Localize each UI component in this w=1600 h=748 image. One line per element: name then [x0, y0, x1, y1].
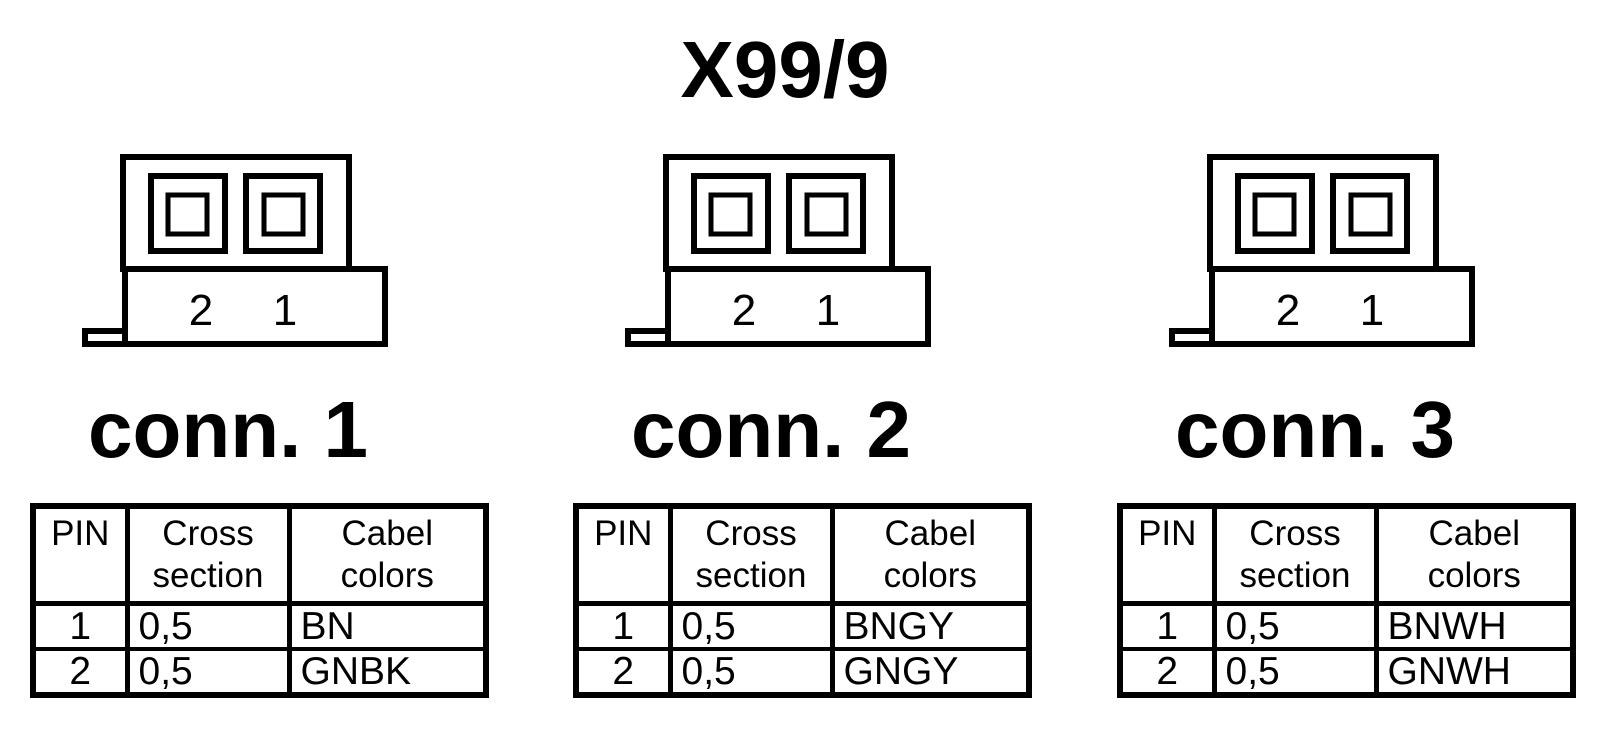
header-cross-section: Cross section	[667, 504, 835, 606]
header-pin: PIN	[573, 504, 673, 606]
header-cable-colors: Cabel colors	[829, 504, 1032, 606]
pin-number-label: 2	[732, 286, 756, 335]
pin-socket-inner-left	[708, 192, 753, 237]
connector-column-1: 2 1 conn. 1 PIN Cross section Cabel colo…	[30, 0, 489, 748]
pin-number-label: 1	[1360, 286, 1384, 335]
cross-section-cell: 0,5	[124, 647, 292, 697]
header-pin: PIN	[30, 504, 130, 606]
pin-socket-inner-right	[261, 192, 306, 237]
connector-diagram-2: 2 1	[625, 154, 931, 347]
table-row: 2 0,5 GNGY	[573, 647, 1032, 697]
cable-color-cell: GNWH	[1373, 647, 1576, 697]
page-title: X99/9	[680, 25, 890, 114]
header-pin: PIN	[1117, 504, 1217, 606]
table-row: 2 0,5 GNBK	[30, 647, 489, 697]
connector-column-3: 2 1 conn. 3 PIN Cross section Cabel colo…	[1117, 0, 1576, 748]
pin-socket-inner-right	[1348, 192, 1393, 237]
pin-cell: 2	[1117, 647, 1217, 697]
cross-section-cell: 0,5	[1211, 647, 1379, 697]
connector-column-2: 2 1 conn. 2 PIN Cross section Cabel colo…	[573, 0, 1032, 748]
header-cable-colors: Cabel colors	[286, 504, 489, 606]
cable-color-cell: BNWH	[1373, 601, 1576, 651]
pin-socket-outer-left	[691, 173, 771, 254]
table-row: 2 0,5 GNWH	[1117, 647, 1576, 697]
pin-cell: 2	[573, 647, 673, 697]
pin-table-1: PIN Cross section Cabel colors 1 0,5 BN …	[30, 503, 489, 698]
cable-color-cell: BNGY	[829, 601, 1032, 651]
pin-socket-inner-right	[804, 192, 849, 237]
connector-label-3: conn. 3	[1175, 385, 1456, 474]
table-header-row: PIN Cross section Cabel colors	[1117, 504, 1576, 606]
connector-diagram-3: 2 1	[1169, 154, 1475, 347]
pin-cell: 2	[30, 647, 130, 697]
cross-section-cell: 0,5	[667, 647, 835, 697]
table-row: 1 0,5 BNGY	[573, 601, 1032, 651]
pin-number-label: 2	[1276, 286, 1300, 335]
cross-section-cell: 0,5	[667, 601, 835, 651]
cross-section-cell: 0,5	[124, 601, 292, 651]
pin-table-2: PIN Cross section Cabel colors 1 0,5 BNG…	[573, 503, 1032, 698]
pin-cell: 1	[30, 601, 130, 651]
header-cross-section: Cross section	[124, 504, 292, 606]
table-row: 1 0,5 BN	[30, 601, 489, 651]
pin-table-3: PIN Cross section Cabel colors 1 0,5 BNW…	[1117, 503, 1576, 698]
table-row: 1 0,5 BNWH	[1117, 601, 1576, 651]
cross-section-cell: 0,5	[1211, 601, 1379, 651]
pin-number-label: 2	[189, 286, 213, 335]
connector-diagram-1: 2 1	[82, 154, 388, 347]
pin-socket-inner-left	[165, 192, 210, 237]
cable-color-cell: BN	[286, 601, 489, 651]
connector-label-1: conn. 1	[88, 385, 369, 474]
pin-number-label: 1	[273, 286, 297, 335]
connector-label-2: conn. 2	[631, 385, 912, 474]
connector-base	[665, 266, 931, 347]
table-header-row: PIN Cross section Cabel colors	[573, 504, 1032, 606]
cable-color-cell: GNGY	[829, 647, 1032, 697]
connector-base	[1209, 266, 1475, 347]
connector-base	[122, 266, 388, 347]
pin-cell: 1	[1117, 601, 1217, 651]
header-cable-colors: Cabel colors	[1373, 504, 1576, 606]
pin-cell: 1	[573, 601, 673, 651]
table-header-row: PIN Cross section Cabel colors	[30, 504, 489, 606]
cable-color-cell: GNBK	[286, 647, 489, 697]
header-cross-section: Cross section	[1211, 504, 1379, 606]
pin-number-label: 1	[816, 286, 840, 335]
pin-socket-inner-left	[1252, 192, 1297, 237]
